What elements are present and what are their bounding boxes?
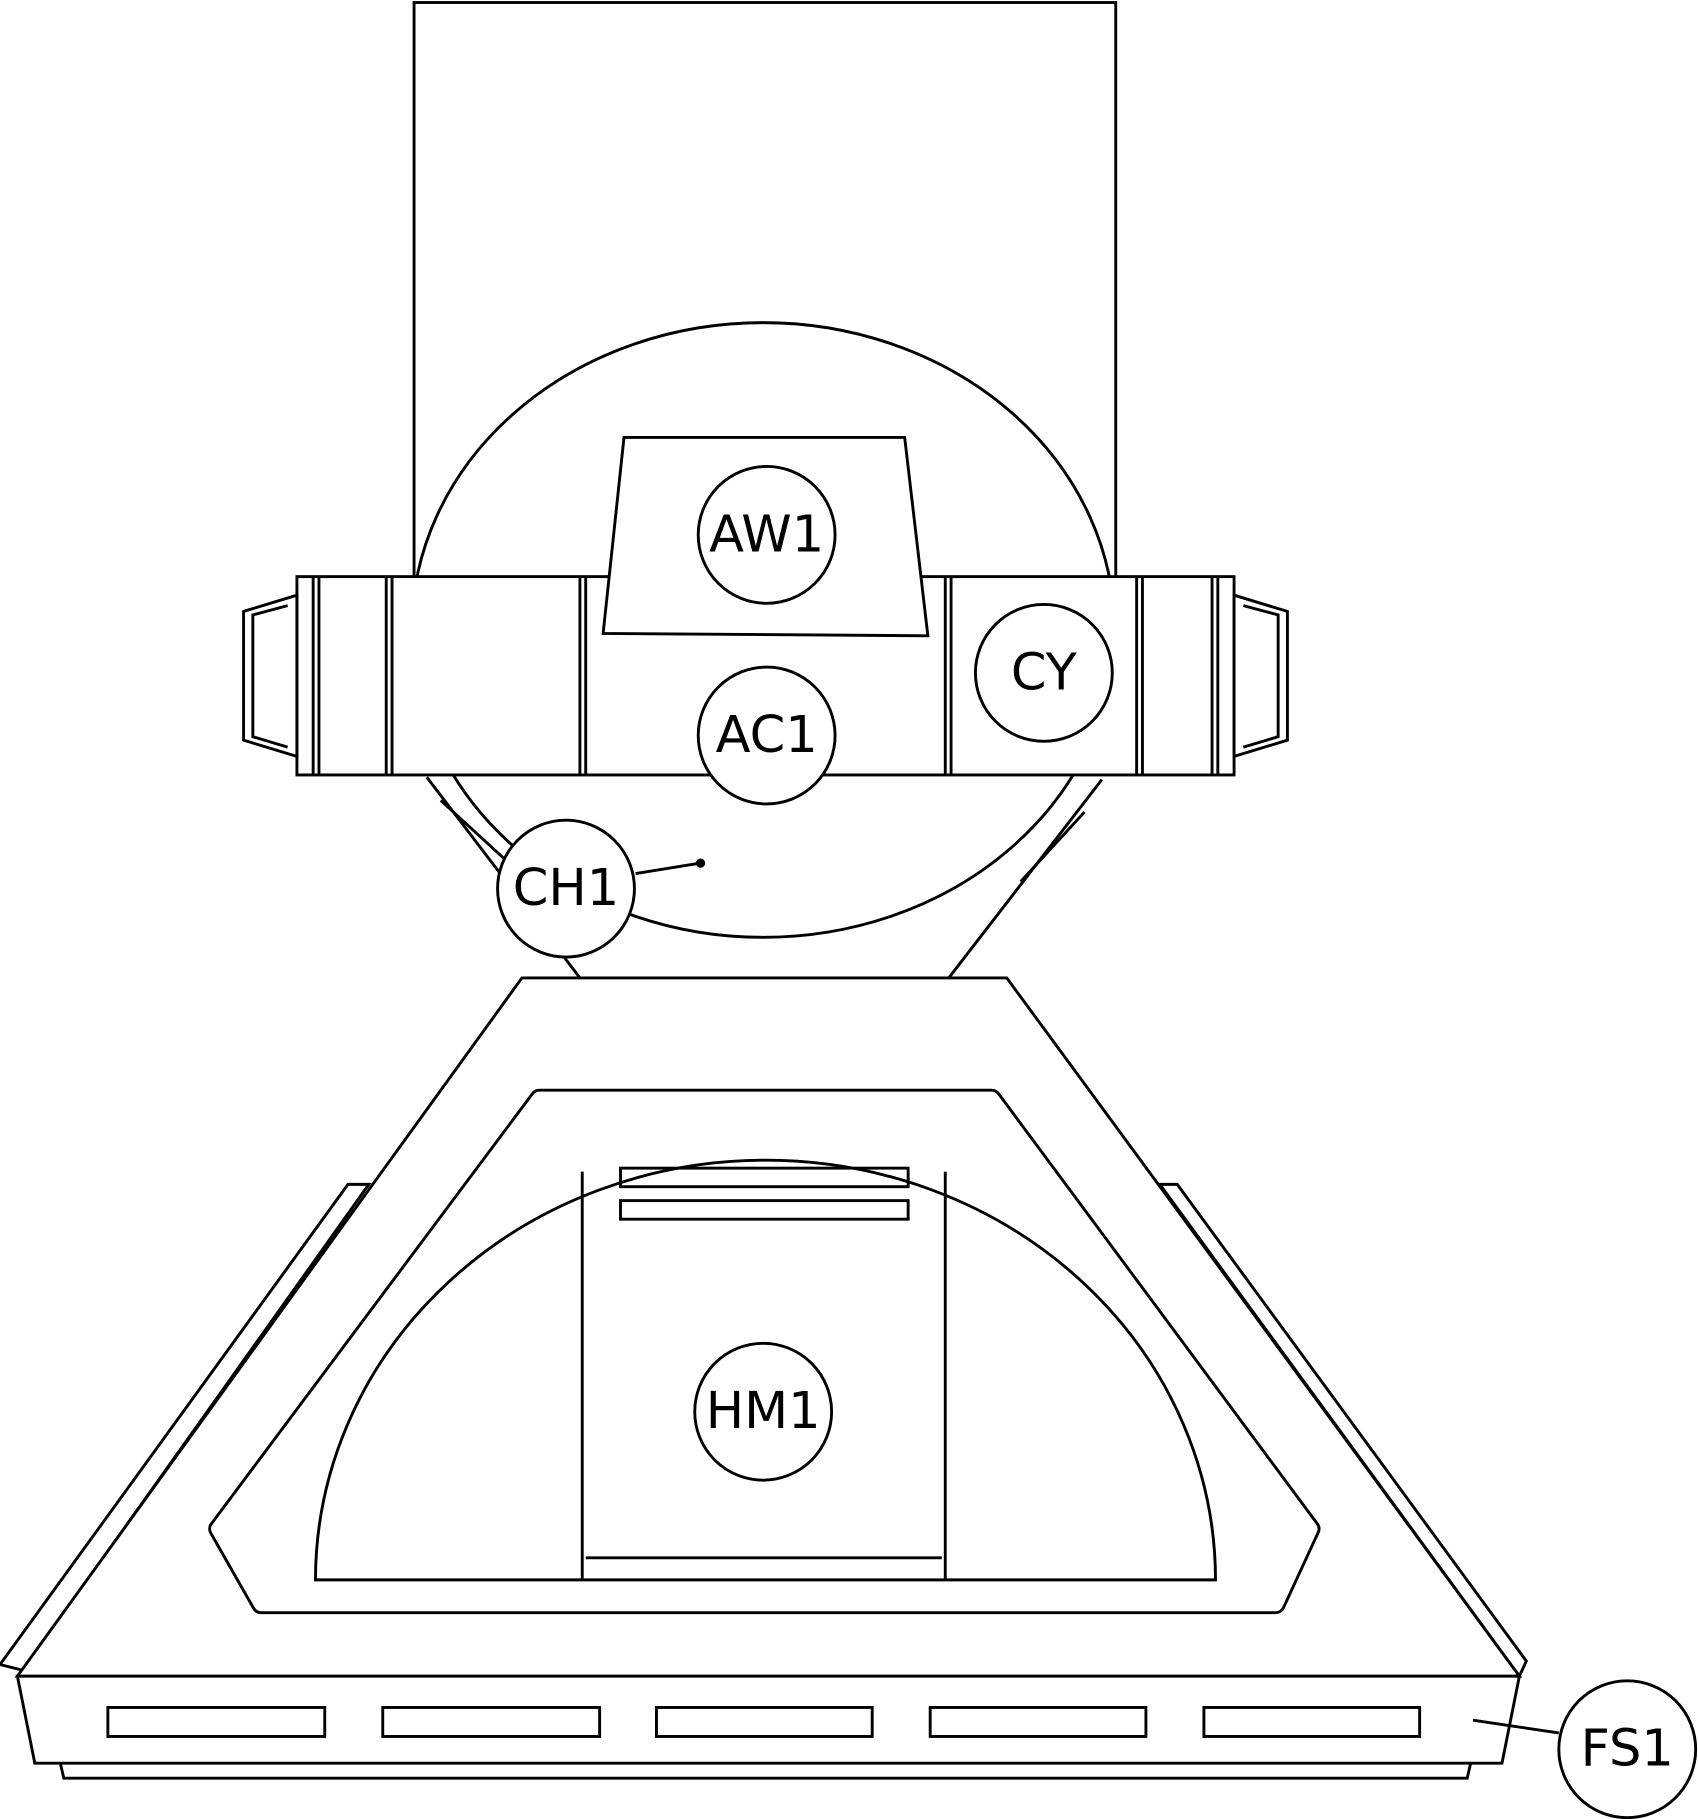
callout-hm1: HM1 bbox=[693, 1341, 834, 1482]
callout-fs1: FS1 bbox=[1472, 1679, 1698, 1819]
left-nozzle bbox=[242, 593, 299, 759]
callout-cy: CY bbox=[973, 603, 1114, 743]
vent-slots bbox=[106, 1706, 1422, 1738]
callout-label: AW1 bbox=[709, 505, 824, 564]
center-panel bbox=[580, 1166, 947, 1580]
callout-label: CH1 bbox=[513, 859, 619, 918]
callout-label: CY bbox=[1011, 643, 1078, 702]
callout-ac1: AC1 bbox=[696, 665, 837, 806]
callout-ch1: CH1 bbox=[496, 818, 706, 959]
arch-opening bbox=[314, 1158, 1217, 1582]
callout-aw1: AW1 bbox=[696, 464, 837, 605]
callout-label: FS1 bbox=[1581, 1720, 1674, 1779]
right-nozzle bbox=[1232, 593, 1289, 759]
callout-label: HM1 bbox=[706, 1382, 821, 1441]
callout-label: AC1 bbox=[716, 706, 818, 765]
